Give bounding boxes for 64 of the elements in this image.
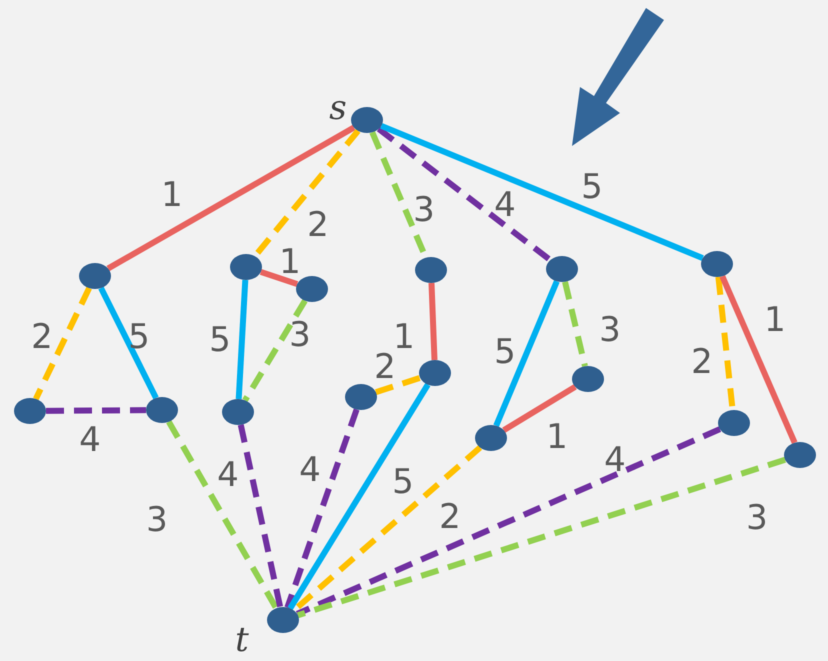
edge-weight: 4 xyxy=(79,423,101,457)
edge-weight: 4 xyxy=(494,188,516,222)
edge-weight: 2 xyxy=(374,350,396,384)
dashed-edge xyxy=(562,281,588,367)
vertex xyxy=(475,425,507,451)
edge xyxy=(428,282,438,360)
edge-weight: 3 xyxy=(746,501,768,535)
edge xyxy=(502,384,577,433)
edge-weight: 3 xyxy=(289,318,311,352)
vertex xyxy=(351,107,383,133)
vertex xyxy=(784,442,816,468)
edge-weight: 1 xyxy=(546,420,568,454)
edge xyxy=(236,280,248,400)
vertex xyxy=(222,399,254,425)
edge xyxy=(260,269,298,287)
edge-weight: 4 xyxy=(217,458,239,492)
edge xyxy=(288,383,430,610)
vertex xyxy=(718,410,750,436)
dashed-edge xyxy=(376,126,552,262)
edge-weight: 1 xyxy=(764,303,786,337)
dashed-edge xyxy=(242,299,308,402)
dashed-edge xyxy=(33,286,92,400)
edge-weight: 4 xyxy=(299,453,321,487)
vertex-label: t xyxy=(235,623,249,657)
edge-weight: 3 xyxy=(413,193,435,227)
vertex xyxy=(572,366,604,392)
vertex xyxy=(546,256,578,282)
vertex xyxy=(701,251,733,277)
edge-weight: 1 xyxy=(393,320,415,354)
edge-weight: 2 xyxy=(307,208,329,242)
vertex xyxy=(419,360,451,386)
dashed-edge xyxy=(238,424,284,608)
vertex xyxy=(14,398,46,424)
vertex-label: s xyxy=(329,91,347,125)
vertex xyxy=(79,263,111,289)
edge-weight: 5 xyxy=(392,465,414,499)
edge-weight: 5 xyxy=(209,323,231,357)
edge xyxy=(493,280,560,427)
edge xyxy=(720,275,798,444)
vertex xyxy=(296,276,328,302)
edge-weight: 5 xyxy=(494,335,516,369)
vertex xyxy=(415,257,447,283)
edge-weight: 2 xyxy=(439,500,461,534)
edge-weight: 1 xyxy=(161,178,183,212)
vertex xyxy=(230,254,262,280)
dashed-edge xyxy=(296,456,786,618)
edge-weight: 3 xyxy=(146,503,168,537)
edge-weight: 4 xyxy=(604,443,626,477)
vertex xyxy=(267,607,299,633)
edge-weight: 2 xyxy=(31,320,53,354)
edge xyxy=(98,286,159,400)
edge-weight: 5 xyxy=(128,320,150,354)
vertex xyxy=(146,397,178,423)
dashed-edge xyxy=(284,408,360,608)
edge-weight: 2 xyxy=(691,345,713,379)
dashed-edge xyxy=(46,407,146,414)
edge-weight: 1 xyxy=(279,245,301,279)
vertex xyxy=(345,384,377,410)
dashed-edge xyxy=(166,420,279,610)
edge-weight: 5 xyxy=(581,170,603,204)
edge xyxy=(106,124,356,272)
dashed-edge xyxy=(374,374,422,396)
edge-weight: 3 xyxy=(599,313,621,347)
edge xyxy=(380,123,704,261)
